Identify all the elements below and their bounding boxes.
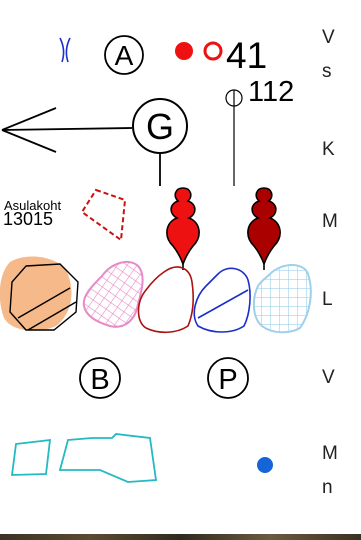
legend-text-v2: V (322, 367, 335, 388)
legend-text-n: n (322, 477, 333, 498)
dashed-red-outline (80, 188, 127, 242)
survey-point-symbol (225, 89, 243, 186)
legend-text-s: s (322, 61, 332, 82)
red-filled-dot (175, 42, 193, 60)
dark-red-outline-area (137, 266, 194, 334)
circle-g-symbol: G (132, 98, 188, 186)
count-112-label: 112 (248, 76, 294, 108)
blue-double-arc-symbol (59, 37, 71, 63)
red-ring-dot (203, 41, 223, 61)
asulakoht-number: 13015 (3, 209, 53, 229)
cyan-polygon-outline (58, 433, 158, 483)
legend-text-k: K (322, 139, 335, 160)
arrow-left-symbol (1, 107, 133, 153)
cyan-square-outline (10, 438, 52, 476)
light-blue-grid-area-symbol (252, 264, 312, 334)
black-hatched-octagon (9, 263, 79, 331)
circle-p-symbol: P (207, 357, 249, 399)
legend-text-l: L (322, 289, 333, 310)
circle-a-symbol: A (104, 35, 144, 75)
circle-p-label: P (218, 364, 237, 396)
blue-dot-marker (257, 457, 273, 473)
blue-split-area-symbol (193, 267, 251, 333)
circle-g-label: G (146, 106, 174, 147)
asulakoht-label: Asulakoht (4, 198, 61, 213)
legend-text-v1: V (322, 27, 335, 48)
circle-b-symbol: B (79, 357, 121, 399)
circle-b-label: B (90, 364, 109, 396)
legend-text-m1: M (322, 211, 338, 232)
red-pendant-symbol (166, 187, 200, 270)
legend-text-m2: M (322, 443, 338, 464)
circle-a-label: A (115, 40, 134, 71)
bottom-map-strip (0, 534, 361, 540)
count-41-label: 41 (226, 35, 267, 76)
dark-red-pendant-symbol (247, 187, 281, 270)
pink-grid-area-symbol (82, 260, 144, 328)
